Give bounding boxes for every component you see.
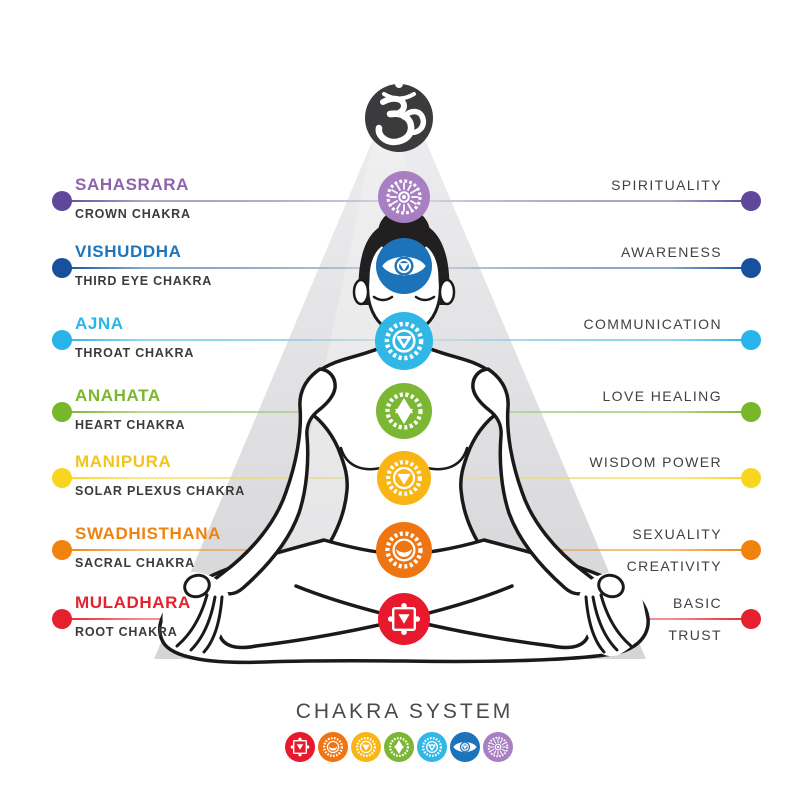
- dot-right: [741, 540, 761, 560]
- chakra-right-manipura: WISDOM POWER: [589, 454, 722, 470]
- dot-right: [741, 468, 761, 488]
- chakra-title-vishuddha: VISHUDDHA: [75, 242, 182, 261]
- chakra-subtitle-ajna: THROAT CHAKRA: [75, 346, 195, 360]
- hair: [358, 220, 450, 305]
- root-square-icon: [386, 601, 422, 637]
- chakra-right-swadhisthana: SEXUALITY: [632, 526, 722, 542]
- root-chakra-circle: [378, 593, 430, 645]
- heart-chakra-circle: [376, 383, 432, 439]
- strip-icon-sacral: [318, 732, 348, 762]
- page-title: CHAKRA SYSTEM: [295, 700, 514, 723]
- dot-left: [52, 191, 72, 211]
- dot-left: [52, 330, 72, 350]
- chakra-right-ajna: COMMUNICATION: [583, 316, 722, 332]
- strip-icon-throat: [417, 732, 447, 762]
- om-icon: [375, 80, 427, 146]
- strip-icon-solar: [351, 732, 381, 762]
- strip-icon-crown: [483, 732, 513, 762]
- mudra-fingers: [183, 573, 211, 599]
- dot-left: [52, 468, 72, 488]
- chest-lines: [339, 446, 469, 471]
- chakra-title-ajna: AJNA: [75, 314, 124, 333]
- chakra-icon-strip: [285, 732, 513, 762]
- strip-icon-third-eye: [450, 732, 480, 762]
- chakra-subtitle-manipura: SOLAR PLEXUS CHAKRA: [75, 484, 246, 498]
- dot-right: [741, 609, 761, 629]
- chakra-title-anahata: ANAHATA: [75, 386, 161, 405]
- fingers: [175, 593, 224, 654]
- dot-right: [741, 402, 761, 422]
- chakra-subtitle-muladhara: ROOT CHAKRA: [75, 625, 178, 639]
- crown-lotus-icon: [386, 179, 422, 215]
- dot-left: [52, 258, 72, 278]
- om-medallion: [365, 80, 433, 152]
- strip-icon-root: [285, 732, 315, 762]
- third-eye-chakra-circle: [376, 238, 432, 294]
- solar-plexus-chakra-circle: [377, 451, 431, 505]
- row-dots: [52, 191, 761, 629]
- chakra-subtitle-anahata: HEART CHAKRA: [75, 418, 186, 432]
- body-chakras: [375, 171, 433, 645]
- chakra-title-muladhara: MULADHARA: [75, 593, 191, 612]
- crown-chakra-circle: [378, 171, 430, 223]
- throat-chakra-circle: [375, 312, 433, 370]
- dot-right: [741, 258, 761, 278]
- chakra-right-muladhara: BASIC: [672, 595, 722, 611]
- dot-right: [741, 191, 761, 211]
- chakra-subtitle-swadhisthana: SACRAL CHAKRA: [75, 556, 195, 570]
- chakra-right-sahasrara: SPIRITUALITY: [611, 177, 722, 193]
- chakra-title-sahasrara: SAHASRARA: [75, 175, 190, 194]
- dot-left: [52, 609, 72, 629]
- sacral-chakra-circle: [376, 522, 432, 578]
- root-square-icon: [289, 736, 311, 758]
- chakra-subtitle-sahasrara: CROWN CHAKRA: [75, 207, 191, 221]
- chakra-right2-muladhara: TRUST: [668, 627, 722, 643]
- arm-and-hand: [162, 367, 337, 657]
- left-ear: [352, 278, 370, 306]
- closed-eyes: [372, 295, 436, 302]
- chakra-right2-swadhisthana: CREATIVITY: [626, 558, 722, 574]
- arm: [209, 367, 337, 596]
- dot-left: [52, 402, 72, 422]
- crown-lotus-icon: [487, 736, 509, 758]
- dot-right: [741, 330, 761, 350]
- chakra-right-anahata: LOVE HEALING: [602, 388, 722, 404]
- chakra-title-manipura: MANIPURA: [75, 452, 172, 471]
- dot-left: [52, 540, 72, 560]
- right-ear: [438, 278, 456, 306]
- chakra-title-swadhisthana: SWADHISTHANA: [75, 524, 222, 543]
- chakra-subtitle-vishuddha: THIRD EYE CHAKRA: [75, 274, 213, 288]
- chakra-right-vishuddha: AWARENESS: [620, 244, 722, 260]
- strip-icon-heart: [384, 732, 414, 762]
